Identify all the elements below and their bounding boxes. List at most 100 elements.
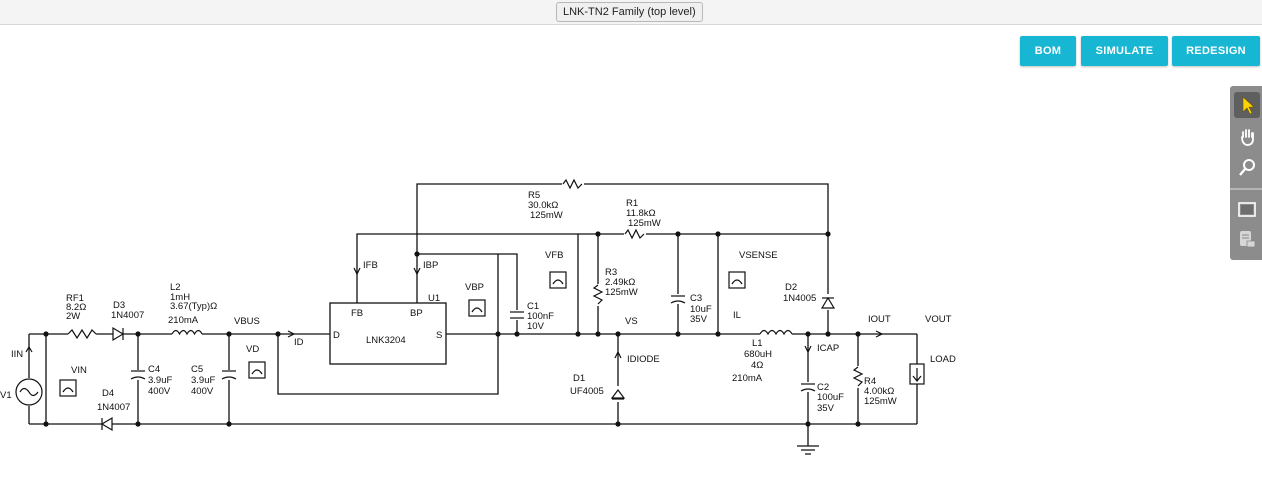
c3-value: 10uF [690, 304, 712, 315]
ibp-probe [413, 267, 421, 276]
l2-current: 210mA [168, 315, 199, 326]
c1-value: 100nF [527, 311, 554, 322]
component-labels: RF1 8.2Ω 2W D3 1N4007 L2 1mH 3.67(Typ)Ω … [0, 190, 956, 414]
id-probe [287, 330, 296, 338]
r3-value: 2.49kΩ [605, 277, 635, 288]
c3-name: C3 [690, 293, 702, 304]
vbus-label: VBUS [234, 316, 260, 327]
r5-name: R5 [528, 190, 540, 201]
schematic-wires [28, 183, 918, 455]
r5-resistor [562, 178, 583, 190]
l2-resistance: 3.67(Typ)Ω [170, 301, 217, 312]
r5-value: 30.0kΩ [528, 200, 558, 211]
current-probes [25, 267, 884, 359]
c5-voltage: 400V [191, 386, 214, 397]
r4-resistor [852, 366, 864, 387]
rf1-power: 2W [66, 311, 80, 322]
vbp-label: VBP [465, 282, 484, 293]
r3-resistor [592, 284, 604, 305]
iin-label: IIN [11, 349, 23, 360]
fit-view-tool[interactable] [1234, 196, 1260, 222]
hand-icon [1241, 129, 1254, 146]
iout-probe [875, 330, 884, 338]
c5-value: 3.9uF [191, 375, 215, 386]
l2-inductor [171, 329, 203, 336]
d1-diode [610, 389, 626, 399]
design-title[interactable]: LNK-TN2 Family (top level) [556, 2, 703, 22]
l1-current: 210mA [732, 373, 763, 384]
r1-value: 11.8kΩ [626, 208, 656, 219]
iout-label: IOUT [868, 314, 891, 325]
d1-part: UF4005 [570, 386, 604, 397]
r1-name: R1 [626, 198, 638, 209]
r1-power: 125mW [628, 218, 661, 229]
r4-name: R4 [864, 376, 876, 387]
toolbar-separator [1230, 188, 1262, 190]
c4-name: C4 [148, 364, 160, 375]
zoom-tool[interactable] [1234, 154, 1260, 180]
u1-part: LNK3204 [366, 335, 406, 346]
rf1-name: RF1 [66, 293, 84, 304]
vin-label: VIN [71, 365, 87, 376]
layers-tool[interactable] [1234, 226, 1260, 252]
components [15, 178, 925, 432]
vd-label: VD [246, 344, 259, 355]
d4-diode [100, 416, 113, 432]
rf1-value: 8.2Ω [66, 302, 86, 313]
l1-name: L1 [752, 338, 763, 349]
vfb-label: VFB [545, 250, 563, 261]
ibp-label: IBP [423, 260, 438, 271]
c4-voltage: 400V [148, 386, 171, 397]
d2-diode [820, 296, 836, 309]
pointer-tool[interactable] [1234, 92, 1260, 118]
d2-part: 1N4005 [783, 293, 816, 304]
simulate-button[interactable]: SIMULATE [1081, 36, 1168, 66]
load-label: LOAD [930, 354, 956, 365]
ifb-probe [353, 267, 361, 276]
c2-voltage: 35V [817, 403, 835, 414]
vs-label: VS [625, 316, 638, 327]
d4-name: D4 [102, 388, 114, 399]
d3-name: D3 [113, 300, 125, 311]
u1-pin-bp: BP [410, 308, 423, 319]
idiode-probe [614, 350, 622, 359]
ifb-label: IFB [363, 260, 378, 271]
l1-inductor [759, 329, 793, 336]
iin-probe [25, 345, 33, 353]
vout-label: VOUT [925, 314, 952, 325]
icap-label: ICAP [817, 343, 839, 354]
r3-name: R3 [605, 267, 617, 278]
d3-diode [112, 326, 125, 342]
u1-name: U1 [428, 293, 440, 304]
pointer-icon [1242, 96, 1255, 115]
bom-button[interactable]: BOM [1020, 36, 1076, 66]
l2-name: L2 [170, 282, 181, 293]
r4-value: 4.00kΩ [864, 386, 894, 397]
v1-label: V1 [0, 390, 12, 401]
junction-dots [43, 231, 861, 427]
voltage-probes [59, 271, 746, 397]
d2-name: D2 [785, 282, 797, 293]
c3-voltage: 35V [690, 314, 708, 325]
d4-part: 1N4007 [97, 402, 130, 413]
r5-power: 125mW [530, 210, 563, 221]
c2-name: C2 [817, 382, 829, 393]
layers-icon [1240, 231, 1256, 248]
top-bar: LNK-TN2 Family (top level) [0, 0, 1262, 25]
r4-power: 125mW [864, 396, 897, 407]
idiode-label: IDIODE [627, 354, 660, 365]
c1-name: C1 [527, 301, 539, 312]
redesign-button[interactable]: REDESIGN [1172, 36, 1260, 66]
zoom-icon [1239, 159, 1255, 176]
tool-palette [1230, 86, 1262, 260]
c2-value: 100uF [817, 392, 844, 403]
r3-power: 125mW [605, 287, 638, 298]
l1-resistance: 4Ω [751, 360, 763, 371]
c4-value: 3.9uF [148, 375, 172, 386]
u1-pin-s: S [436, 330, 442, 341]
pan-tool[interactable] [1234, 124, 1260, 150]
d3-part: 1N4007 [111, 310, 144, 321]
l2-value: 1mH [170, 292, 190, 303]
c1-voltage: 10V [527, 321, 545, 332]
